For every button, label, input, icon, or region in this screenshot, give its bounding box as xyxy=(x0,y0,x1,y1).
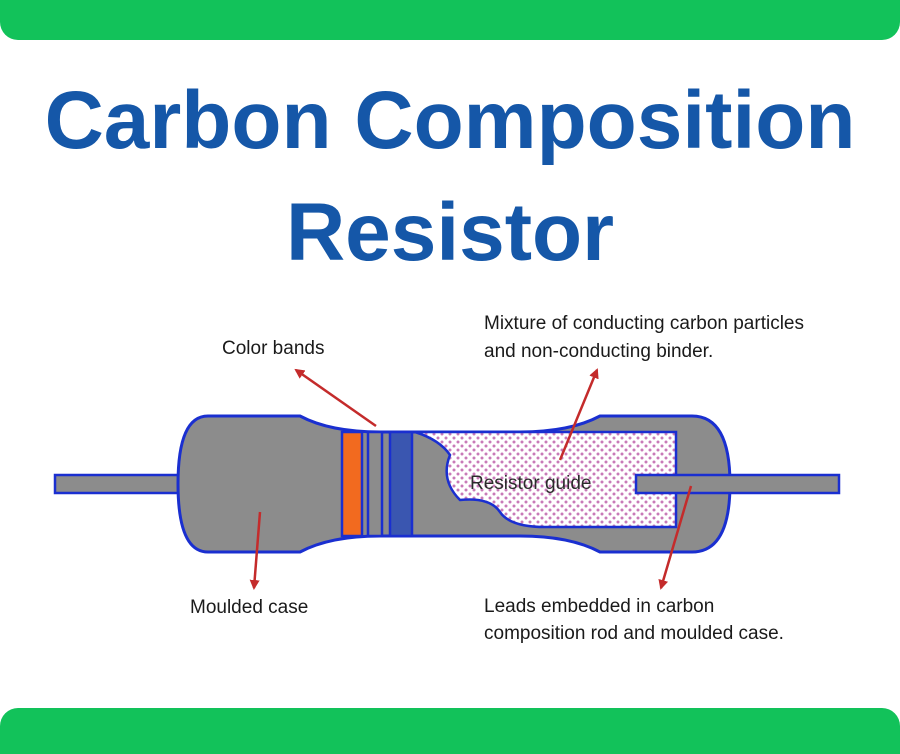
color-band-grey xyxy=(366,430,384,538)
carbon-composition-core xyxy=(414,430,678,529)
leads-label-line-1: Leads embedded in carbon xyxy=(484,596,714,617)
right-lead xyxy=(634,473,841,495)
mixture-arrow xyxy=(558,368,599,461)
bottom-accent-bar xyxy=(0,708,900,754)
color-bands-label: Color bands xyxy=(222,338,324,359)
leads-label-line-2: composition rod and moulded case. xyxy=(484,623,784,644)
left-lead xyxy=(53,473,192,495)
title-line-1: Carbon Composition xyxy=(44,75,856,166)
moulded-case-label: Moulded case xyxy=(190,597,308,618)
color-band-blue xyxy=(388,430,414,538)
mixture-label-line-1: Mixture of conducting carbon particles xyxy=(484,313,804,334)
mixture-label-line-2: and non-conducting binder. xyxy=(484,341,713,362)
color-bands-arrow xyxy=(294,368,377,428)
leads-arrow xyxy=(658,485,693,590)
moulded-case-arrow xyxy=(249,511,262,590)
title-line-2: Resistor xyxy=(285,187,615,278)
color-band-orange xyxy=(340,430,364,538)
resistor-guide-label: Resistor guide xyxy=(470,473,591,494)
top-accent-bar xyxy=(0,0,900,40)
